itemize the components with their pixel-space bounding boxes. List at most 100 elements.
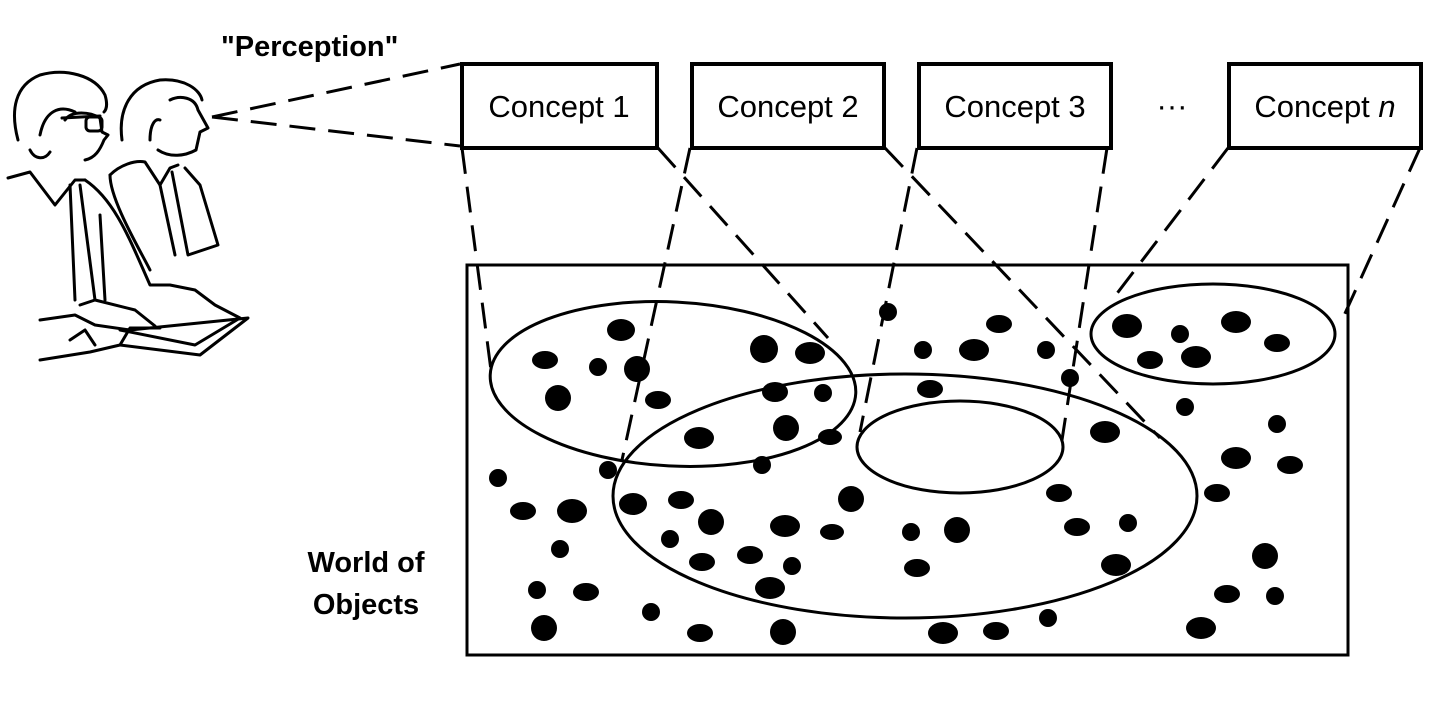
object-dot [1119,514,1137,532]
object-dot [1046,484,1072,502]
concept-boxes: Concept 1 Concept 2 Concept 3 ··· Concep… [460,62,1423,150]
object-dot [1204,484,1230,502]
object-dot [1277,456,1303,474]
object-dots [489,303,1303,645]
concept-box-2: Concept 2 [690,62,886,150]
concept-3-label: Concept 3 [944,89,1085,124]
world-label-line-2: Objects [313,589,419,621]
object-dot [762,382,788,402]
region-concept-n [1089,282,1337,386]
object-dot [668,491,694,509]
region-concept-3 [855,399,1065,495]
object-dot [755,577,785,599]
concept-1-label: Concept 1 [488,89,629,124]
object-dot [928,622,958,644]
object-dot [820,524,844,540]
object-dot [698,509,724,535]
projection-line-concept-2-right [883,146,1162,440]
perception-rays [211,62,461,148]
object-dot [1264,334,1290,352]
concept-n-label: Concept n [1254,89,1395,124]
concept-n-variable: n [1378,89,1395,124]
object-dot [532,351,558,369]
object-dot [814,384,832,402]
object-dot [914,341,932,359]
object-dot [1266,587,1284,605]
object-dot [645,391,671,409]
object-dot [1252,543,1278,569]
object-dot [557,499,587,523]
object-dot [737,546,763,564]
object-dot [545,385,571,411]
object-dot [687,624,713,642]
projection-line-concept-n-left [1110,147,1230,301]
object-dot [619,493,647,515]
object-dot [1061,369,1079,387]
object-dot [1037,341,1055,359]
object-dot [624,356,650,382]
object-dot [944,517,970,543]
concept-box-1: Concept 1 [460,62,659,150]
object-dot [689,553,715,571]
object-dot [783,557,801,575]
object-dot [573,583,599,601]
object-dot [1176,398,1194,416]
object-dot [1171,325,1189,343]
object-dot [510,502,536,520]
object-dot [531,615,557,641]
object-dot [589,358,607,376]
object-dot [1039,609,1057,627]
world-of-objects-label: World of Objects [307,547,424,621]
object-dot [1064,518,1090,536]
object-dot [551,540,569,558]
concept-box-n: Concept n [1227,62,1423,150]
projection-line-concept-2-left [620,147,692,461]
object-dot [684,427,714,449]
object-dot [986,315,1012,333]
projection-line-concept-3-right [1060,147,1109,441]
object-dot [773,415,799,441]
object-dot [770,619,796,645]
object-dot [661,530,679,548]
object-dot [1186,617,1216,639]
perception-label: "Perception" [221,31,398,63]
object-dot [642,603,660,621]
object-dot [1112,314,1142,338]
object-dot [818,429,842,445]
object-dot [959,339,989,361]
object-dot [528,581,546,599]
concept-2-label: Concept 2 [717,89,858,124]
concept-box-3: Concept 3 [917,62,1113,150]
world-label-line-1: World of [307,547,424,579]
object-dot [1101,554,1131,576]
object-dot [1137,351,1163,369]
object-dot [1090,421,1120,443]
object-dot [879,303,897,321]
object-dot [904,559,930,577]
object-dot [753,456,771,474]
perception-ray-lower [211,115,461,148]
object-dot [1221,311,1251,333]
object-dot [795,342,825,364]
object-dot [838,486,864,512]
object-dot [750,335,778,363]
object-dot [599,461,617,479]
projection-line-concept-1-right [656,146,830,340]
perception-ray-upper [211,62,461,119]
projection-line-concept-3-left [858,147,919,433]
concepts-ellipsis: ··· [1157,88,1188,123]
object-dot [770,515,800,537]
object-dot [1221,447,1251,469]
concept-projection-lines [460,146,1422,461]
object-dot [1214,585,1240,603]
object-dot [983,622,1009,640]
projection-line-concept-n-right [1340,147,1422,321]
object-dot [1268,415,1286,433]
observers-icon [6,70,250,362]
region-concept-2 [611,372,1199,620]
concept-n-prefix: Concept [1254,89,1378,124]
object-dot [607,319,635,341]
object-dot [917,380,943,398]
object-dot [489,469,507,487]
